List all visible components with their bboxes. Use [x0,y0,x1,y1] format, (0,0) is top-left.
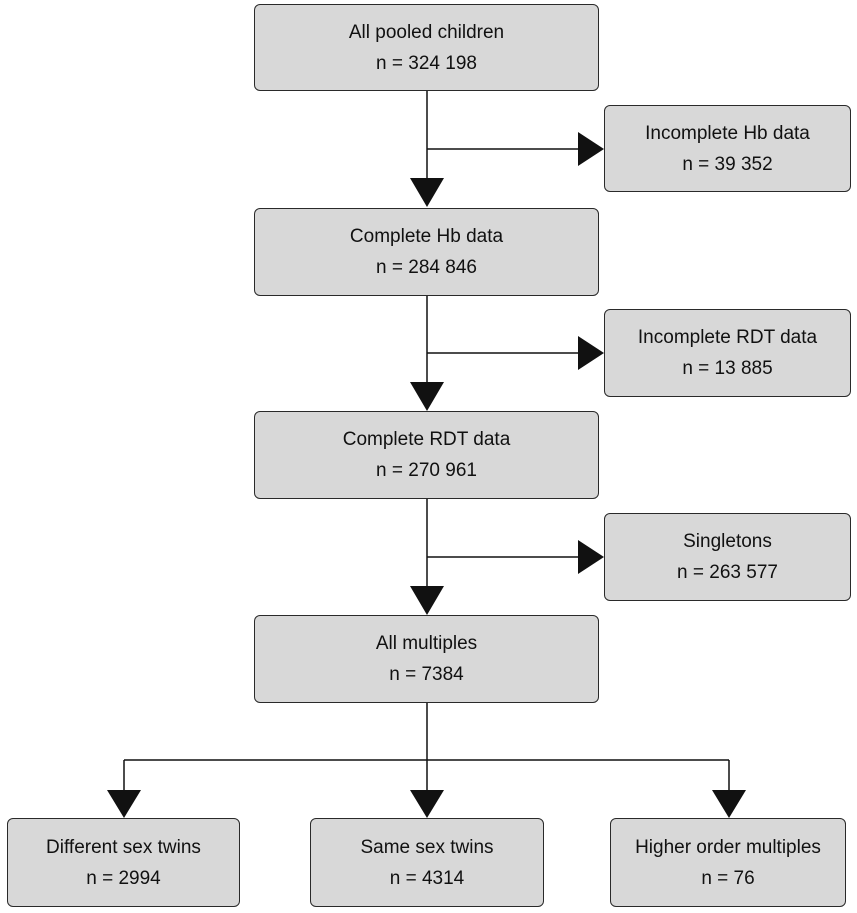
arrowhead-down-different-sex [107,790,141,818]
node-count: n = 39 352 [682,153,773,175]
node-count: n = 270 961 [376,460,477,481]
node-count: n = 263 577 [677,562,778,583]
node-label: Incomplete Hb data [645,122,810,144]
node-label: Higher order multiples [635,836,821,858]
node-label: All pooled children [348,21,505,43]
node-count: n = 324 198 [376,52,477,74]
node-count: n = 4314 [389,867,465,889]
node-count: n = 2994 [86,867,161,889]
node-label: Incomplete RDT data [637,327,818,348]
node-count: n = 76 [701,867,755,889]
node-label: Complete Hb data [349,226,504,247]
node-count: n = 284 846 [376,257,477,278]
node-label: Complete RDT data [342,429,511,450]
node-all-pooled-children: All pooled children n = 324 198 [254,4,599,91]
arrowhead-down-same-sex [410,790,444,818]
node-singletons: Singletons n = 263 577 [604,513,851,601]
node-label: Different sex twins [46,836,201,858]
node-complete-rdt-data: Complete RDT data n = 270 961 [254,411,599,499]
arrowhead-right-singletons [578,540,604,574]
node-different-sex-twins: Different sex twins n = 2994 [7,818,240,907]
node-incomplete-rdt-data: Incomplete RDT data n = 13 885 [604,309,851,397]
arrowhead-down-hb [410,178,444,207]
arrowhead-right-incomplete-hb [578,132,604,166]
node-complete-hb-data: Complete Hb data n = 284 846 [254,208,599,296]
node-label: All multiples [375,633,478,654]
node-count: n = 7384 [389,664,464,685]
node-all-multiples: All multiples n = 7384 [254,615,599,703]
node-label: Singletons [683,531,772,552]
node-count: n = 13 885 [682,358,773,379]
node-same-sex-twins: Same sex twins n = 4314 [310,818,544,907]
arrowhead-down-rdt [410,382,444,411]
node-incomplete-hb-data: Incomplete Hb data n = 39 352 [604,105,851,192]
arrowhead-right-incomplete-rdt [578,336,604,370]
node-label: Same sex twins [360,836,494,858]
arrowhead-down-multiples [410,586,444,615]
arrowhead-down-higher-order [712,790,746,818]
node-higher-order-multiples: Higher order multiples n = 76 [610,818,846,907]
